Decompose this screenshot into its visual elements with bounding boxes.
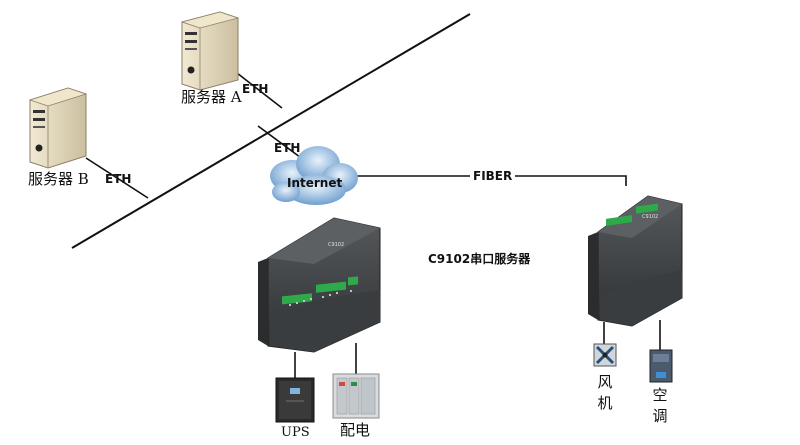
power-dist-icon [332,373,380,419]
power-dist-label: 配电 [340,421,371,439]
server-a-icon [180,11,240,91]
eth-label-b: ETH [105,172,132,186]
c9102-device-left [258,217,381,353]
server-b-icon [28,87,88,169]
c9102-device-right [588,195,683,327]
device-model-left: C9102 [328,242,344,248]
fan-icon [593,343,617,367]
ac-label: 空调 [652,386,668,425]
device-model-right: C9102 [642,214,658,220]
fan-label: 风机 [597,373,613,412]
server-a-label: 服务器 A [181,88,242,106]
air-conditioner-icon [649,349,673,383]
internet-label: Internet [287,176,343,190]
ups-icon [275,377,315,423]
ups-label: UPS [281,425,310,440]
fiber-link [354,175,627,186]
internet-cloud-icon [270,146,358,205]
server-b-link [85,157,149,199]
device-title: C9102串口服务器 [428,252,531,266]
eth-label-a: ETH [242,82,269,96]
backbone-line [71,13,471,249]
fiber-label: FIBER [470,170,516,182]
eth-label-cloud: ETH [274,141,301,155]
server-b-label: 服务器 B [28,170,89,188]
